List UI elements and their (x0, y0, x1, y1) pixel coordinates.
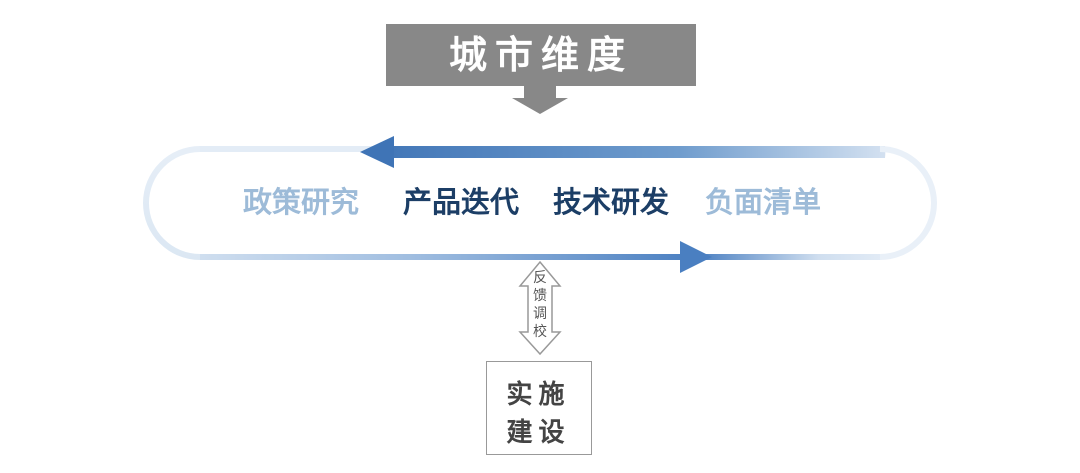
feedback-double-arrow (518, 260, 562, 356)
stage-policy-research: 政策研究 (243, 185, 360, 219)
implementation-box: 实施 建设 (486, 361, 592, 455)
left-arrowhead (360, 136, 394, 168)
feedback-label: 反 馈 调 校 (528, 269, 552, 341)
stage-negative-list: 负面清单 (705, 185, 822, 219)
bottom-flow-band (200, 254, 880, 260)
implementation-line-1: 实施 (506, 380, 571, 410)
right-arrowhead (680, 241, 712, 273)
feedback-char: 校 (533, 324, 547, 340)
top-flow-band (380, 146, 886, 158)
stage-tech-development: 技术研发 (553, 185, 670, 219)
header-title: 城市维度 (448, 33, 633, 77)
feedback-char: 反 (533, 270, 547, 286)
left-loop-curve (143, 146, 200, 260)
header-box: 城市维度 (386, 24, 696, 86)
header-down-arrow (512, 86, 568, 114)
implementation-line-2: 建设 (506, 418, 571, 448)
feedback-char: 馈 (533, 288, 547, 304)
stage-product-iteration: 产品迭代 (403, 185, 520, 219)
right-loop-curve (880, 146, 937, 260)
feedback-char: 调 (533, 306, 547, 322)
